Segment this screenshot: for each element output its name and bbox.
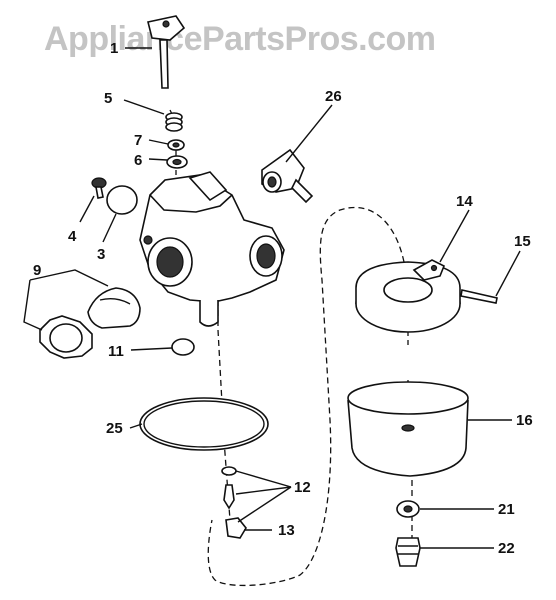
callout-9: 9 [33,262,41,279]
primer-fitting-part [261,148,314,204]
callout-26: 26 [325,88,342,105]
screw-part [91,177,107,199]
callout-7: 7 [134,132,142,149]
filter-assembly-part [39,287,141,359]
callout-12: 12 [294,479,311,496]
leader-lines [23,47,521,549]
callout-15: 15 [514,233,531,250]
callout-1: 1 [110,40,118,57]
float-pin-part [460,289,498,304]
spring-part [165,112,183,132]
throttle-plate-part [106,185,138,215]
callout-11: 11 [108,343,124,360]
float-bowl-part [347,381,469,477]
clip-part [225,517,247,539]
throttle-shaft-part [147,15,186,89]
callout-21: 21 [498,501,515,518]
needle-seat-part [221,466,237,510]
float-part [355,259,461,333]
bowl-nut-part [395,537,421,567]
callout-4: 4 [68,228,77,245]
callout-5: 5 [104,90,112,107]
watermark: AppliancePartsPros.com [44,20,435,58]
callout-16: 16 [516,412,533,429]
guide-line-float [207,206,405,587]
check-ball-part [171,338,195,356]
carburetor-body [139,171,285,327]
callout-3: 3 [97,246,105,263]
callout-6: 6 [134,152,142,169]
callout-14: 14 [456,193,473,210]
callout-25: 25 [106,420,123,437]
callout-22: 22 [498,540,515,557]
bowl-gasket-part [139,397,269,451]
callout-13: 13 [278,522,295,539]
